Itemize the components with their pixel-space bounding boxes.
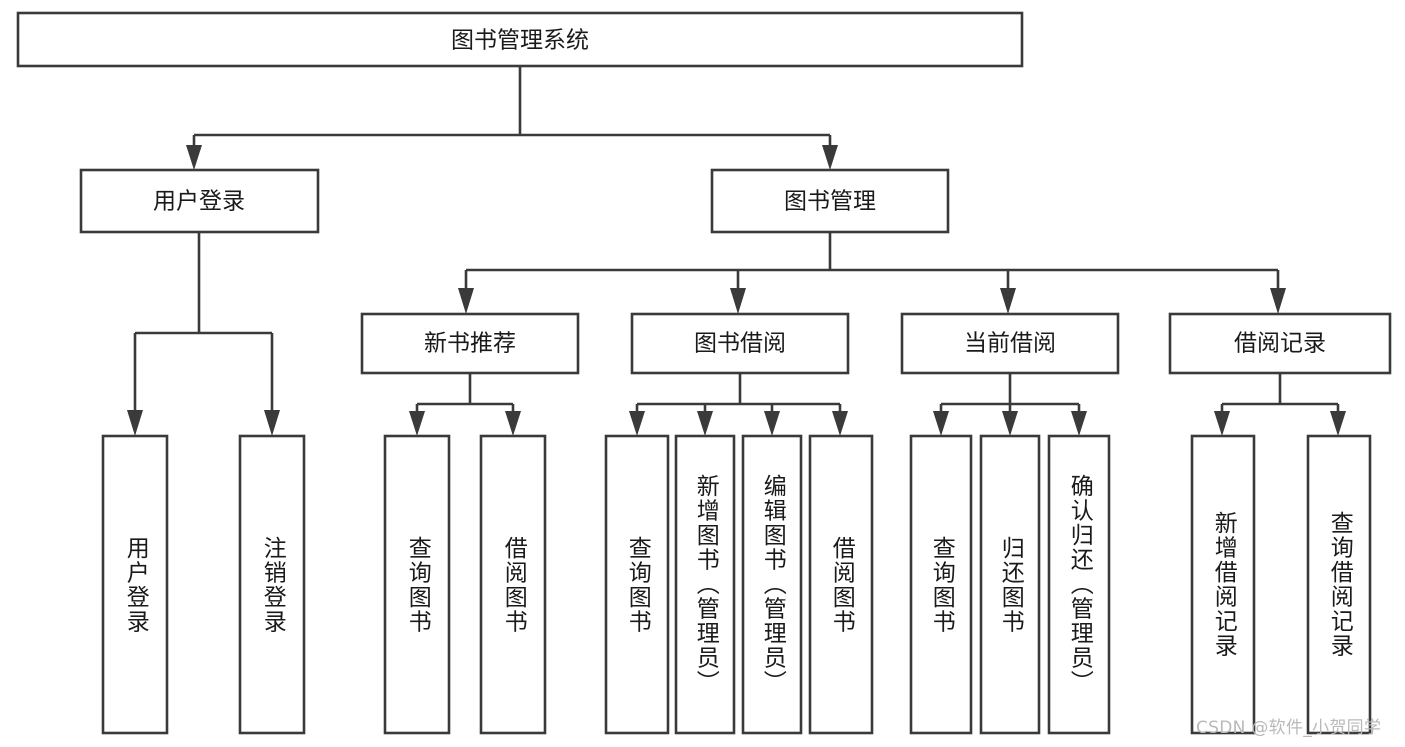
node-user-login-box[interactable] [79, 168, 320, 234]
node-user-login[interactable]: 用户登录 [79, 168, 320, 234]
arrow-to-leaf-logout-login [264, 410, 280, 436]
arrow-to-user-login [186, 145, 202, 170]
node-current-borrow[interactable]: 当前借阅 [900, 312, 1120, 375]
leaf-query-book-1-box[interactable] [383, 434, 451, 735]
arrow-to-leaf-edit-book [764, 411, 780, 436]
node-new-book-recommend-label: 新书推荐 [424, 331, 516, 357]
node-book-borrow-label: 图书借阅 [694, 331, 786, 357]
leaf-borrow-book-2-box[interactable] [808, 434, 874, 735]
node-new-book-recommend-box[interactable] [360, 312, 580, 375]
arrow-to-current-borrow [1000, 288, 1016, 314]
connector-group [127, 66, 1346, 436]
csdn-watermark: CSDN @软件_小贺同学 [1196, 718, 1382, 738]
node-book-borrow-box[interactable] [630, 312, 850, 375]
arrow-to-new-book-recommend [458, 288, 474, 314]
node-borrow-record-box[interactable] [1168, 312, 1392, 375]
arrow-to-leaf-borrow-book-1 [505, 411, 521, 436]
arrow-to-leaf-borrow-book-2 [832, 411, 848, 436]
leaf-add-record-box[interactable] [1190, 434, 1256, 735]
leaf-user-login-box[interactable] [101, 434, 169, 735]
node-borrow-record[interactable]: 借阅记录 [1168, 312, 1392, 375]
leaf-logout-login-box[interactable] [238, 434, 306, 735]
node-borrow-record-label: 借阅记录 [1234, 331, 1326, 357]
node-book-manage-box[interactable] [710, 168, 950, 234]
leaf-boxes-group [101, 434, 1372, 735]
arrow-to-leaf-query-book-2 [629, 411, 645, 436]
arrow-to-book-borrow [730, 288, 746, 314]
node-book-manage[interactable]: 图书管理 [710, 168, 950, 234]
arrow-to-leaf-add-book [697, 411, 713, 436]
leaf-add-book-box[interactable] [674, 434, 736, 735]
node-current-borrow-label: 当前借阅 [964, 331, 1056, 357]
leaf-edit-book-box[interactable] [741, 434, 803, 735]
arrow-to-leaf-return-book [1002, 411, 1018, 436]
arrow-to-leaf-user-login [127, 410, 143, 436]
node-root-box[interactable] [16, 11, 1024, 68]
arrow-to-borrow-record [1270, 288, 1286, 314]
leaf-borrow-book-1-box[interactable] [479, 434, 547, 735]
arrow-to-leaf-query-book-3 [933, 411, 949, 436]
leaf-query-record-box[interactable] [1306, 434, 1372, 735]
node-current-borrow-box[interactable] [900, 312, 1120, 375]
arrow-to-book-manage [822, 145, 838, 170]
leaf-query-book-3-box[interactable] [909, 434, 973, 735]
leaf-query-book-2-box[interactable] [604, 434, 670, 735]
node-user-login-label: 用户登录 [153, 189, 245, 215]
node-root[interactable]: 图书管理系统 [16, 11, 1024, 68]
node-book-borrow[interactable]: 图书借阅 [630, 312, 850, 375]
leaf-return-book-box[interactable] [979, 434, 1041, 735]
arrow-to-leaf-query-record [1330, 411, 1346, 436]
node-book-manage-label: 图书管理 [784, 189, 876, 215]
arrow-to-leaf-add-record [1214, 411, 1230, 436]
arrow-to-leaf-query-book-1 [409, 411, 425, 436]
leaf-confirm-return-box[interactable] [1047, 434, 1111, 735]
node-root-label: 图书管理系统 [451, 28, 589, 54]
node-new-book-recommend[interactable]: 新书推荐 [360, 312, 580, 375]
arrow-to-leaf-confirm-return [1071, 411, 1087, 436]
